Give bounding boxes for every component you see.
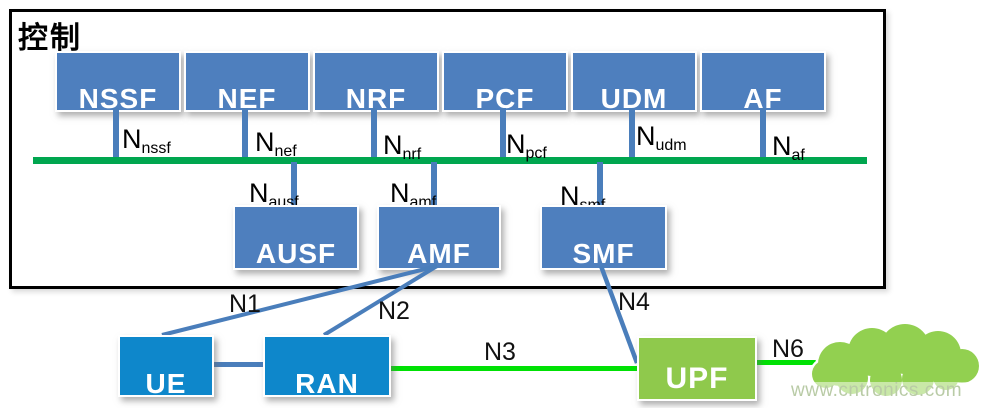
iface-sub: nssf — [141, 140, 171, 157]
node-ran: RAN — [263, 335, 391, 397]
connector-udm-bus — [629, 108, 635, 160]
connector-bus-amf — [431, 162, 437, 207]
watermark: www.cntronics.com — [791, 380, 963, 401]
iface-label-nrf: Nnrf — [383, 130, 422, 163]
connector-bus-smf — [597, 162, 603, 207]
node-ausf-label: AUSF — [255, 238, 337, 269]
iface-base: N — [390, 178, 410, 208]
node-nrf: NRF — [313, 51, 439, 112]
iface-sub: nrf — [402, 146, 422, 163]
connector-bus-ausf — [291, 162, 297, 207]
connector-pcf-bus — [500, 108, 506, 160]
iface-sub: nef — [274, 143, 297, 160]
node-ue-label: UE — [145, 368, 187, 397]
iface-label-udm: Nudm — [636, 121, 687, 154]
iface-base: N — [383, 130, 403, 160]
link-n3-label: N3 — [484, 338, 516, 366]
connector-nef-bus — [242, 108, 248, 160]
node-upf: UPF — [637, 336, 757, 401]
node-ran-label: RAN — [295, 368, 359, 397]
link-n2-label: N2 — [378, 297, 410, 325]
node-smf: SMF — [540, 205, 667, 270]
node-nef: NEF — [184, 51, 310, 112]
node-ausf: AUSF — [233, 205, 359, 270]
control-plane-box — [9, 9, 886, 289]
connector-nssf-bus — [113, 108, 119, 160]
iface-sub: pcf — [525, 145, 547, 162]
node-af-label: AF — [743, 83, 783, 112]
iface-label-af: Naf — [772, 131, 805, 164]
connector-nrf-bus — [371, 108, 377, 160]
connector-af-bus — [760, 108, 766, 160]
link-n1-label: N1 — [229, 290, 261, 318]
watermark-band — [806, 382, 982, 400]
iface-sub: af — [791, 147, 805, 164]
node-nssf-label: NSSF — [78, 83, 158, 112]
node-amf-label: AMF — [407, 238, 471, 269]
link-n4-label: N4 — [618, 288, 650, 316]
node-nrf-label: NRF — [345, 83, 407, 112]
iface-label-pcf: Npcf — [506, 129, 547, 162]
iface-base: N — [772, 131, 792, 161]
link-ue-ran-line — [208, 362, 265, 367]
control-plane-title: 控制 — [18, 22, 82, 55]
node-udm-label: UDM — [600, 83, 668, 112]
iface-label-nssf: Nnssf — [122, 124, 171, 157]
iface-base: N — [636, 121, 656, 151]
iface-sub: udm — [655, 137, 687, 154]
node-ue: UE — [118, 335, 214, 397]
node-smf-label: SMF — [572, 238, 635, 269]
link-n6-line — [751, 360, 821, 365]
node-pcf-label: PCF — [475, 83, 535, 112]
iface-label-nef: Nnef — [255, 127, 297, 160]
node-udm: UDM — [571, 51, 697, 112]
link-n3-line — [385, 366, 639, 371]
iface-base: N — [249, 178, 269, 208]
service-bus-line — [33, 157, 867, 164]
iface-base: N — [255, 127, 275, 157]
link-n6-label: N6 — [772, 335, 804, 363]
node-nef-label: NEF — [217, 83, 277, 112]
iface-base: N — [506, 129, 526, 159]
node-upf-label: UPF — [665, 362, 729, 395]
iface-base: N — [560, 181, 580, 211]
iface-base: N — [122, 124, 142, 154]
node-af: AF — [700, 51, 826, 112]
node-nssf: NSSF — [55, 51, 181, 112]
node-pcf: PCF — [442, 51, 568, 112]
node-amf: AMF — [377, 205, 501, 270]
